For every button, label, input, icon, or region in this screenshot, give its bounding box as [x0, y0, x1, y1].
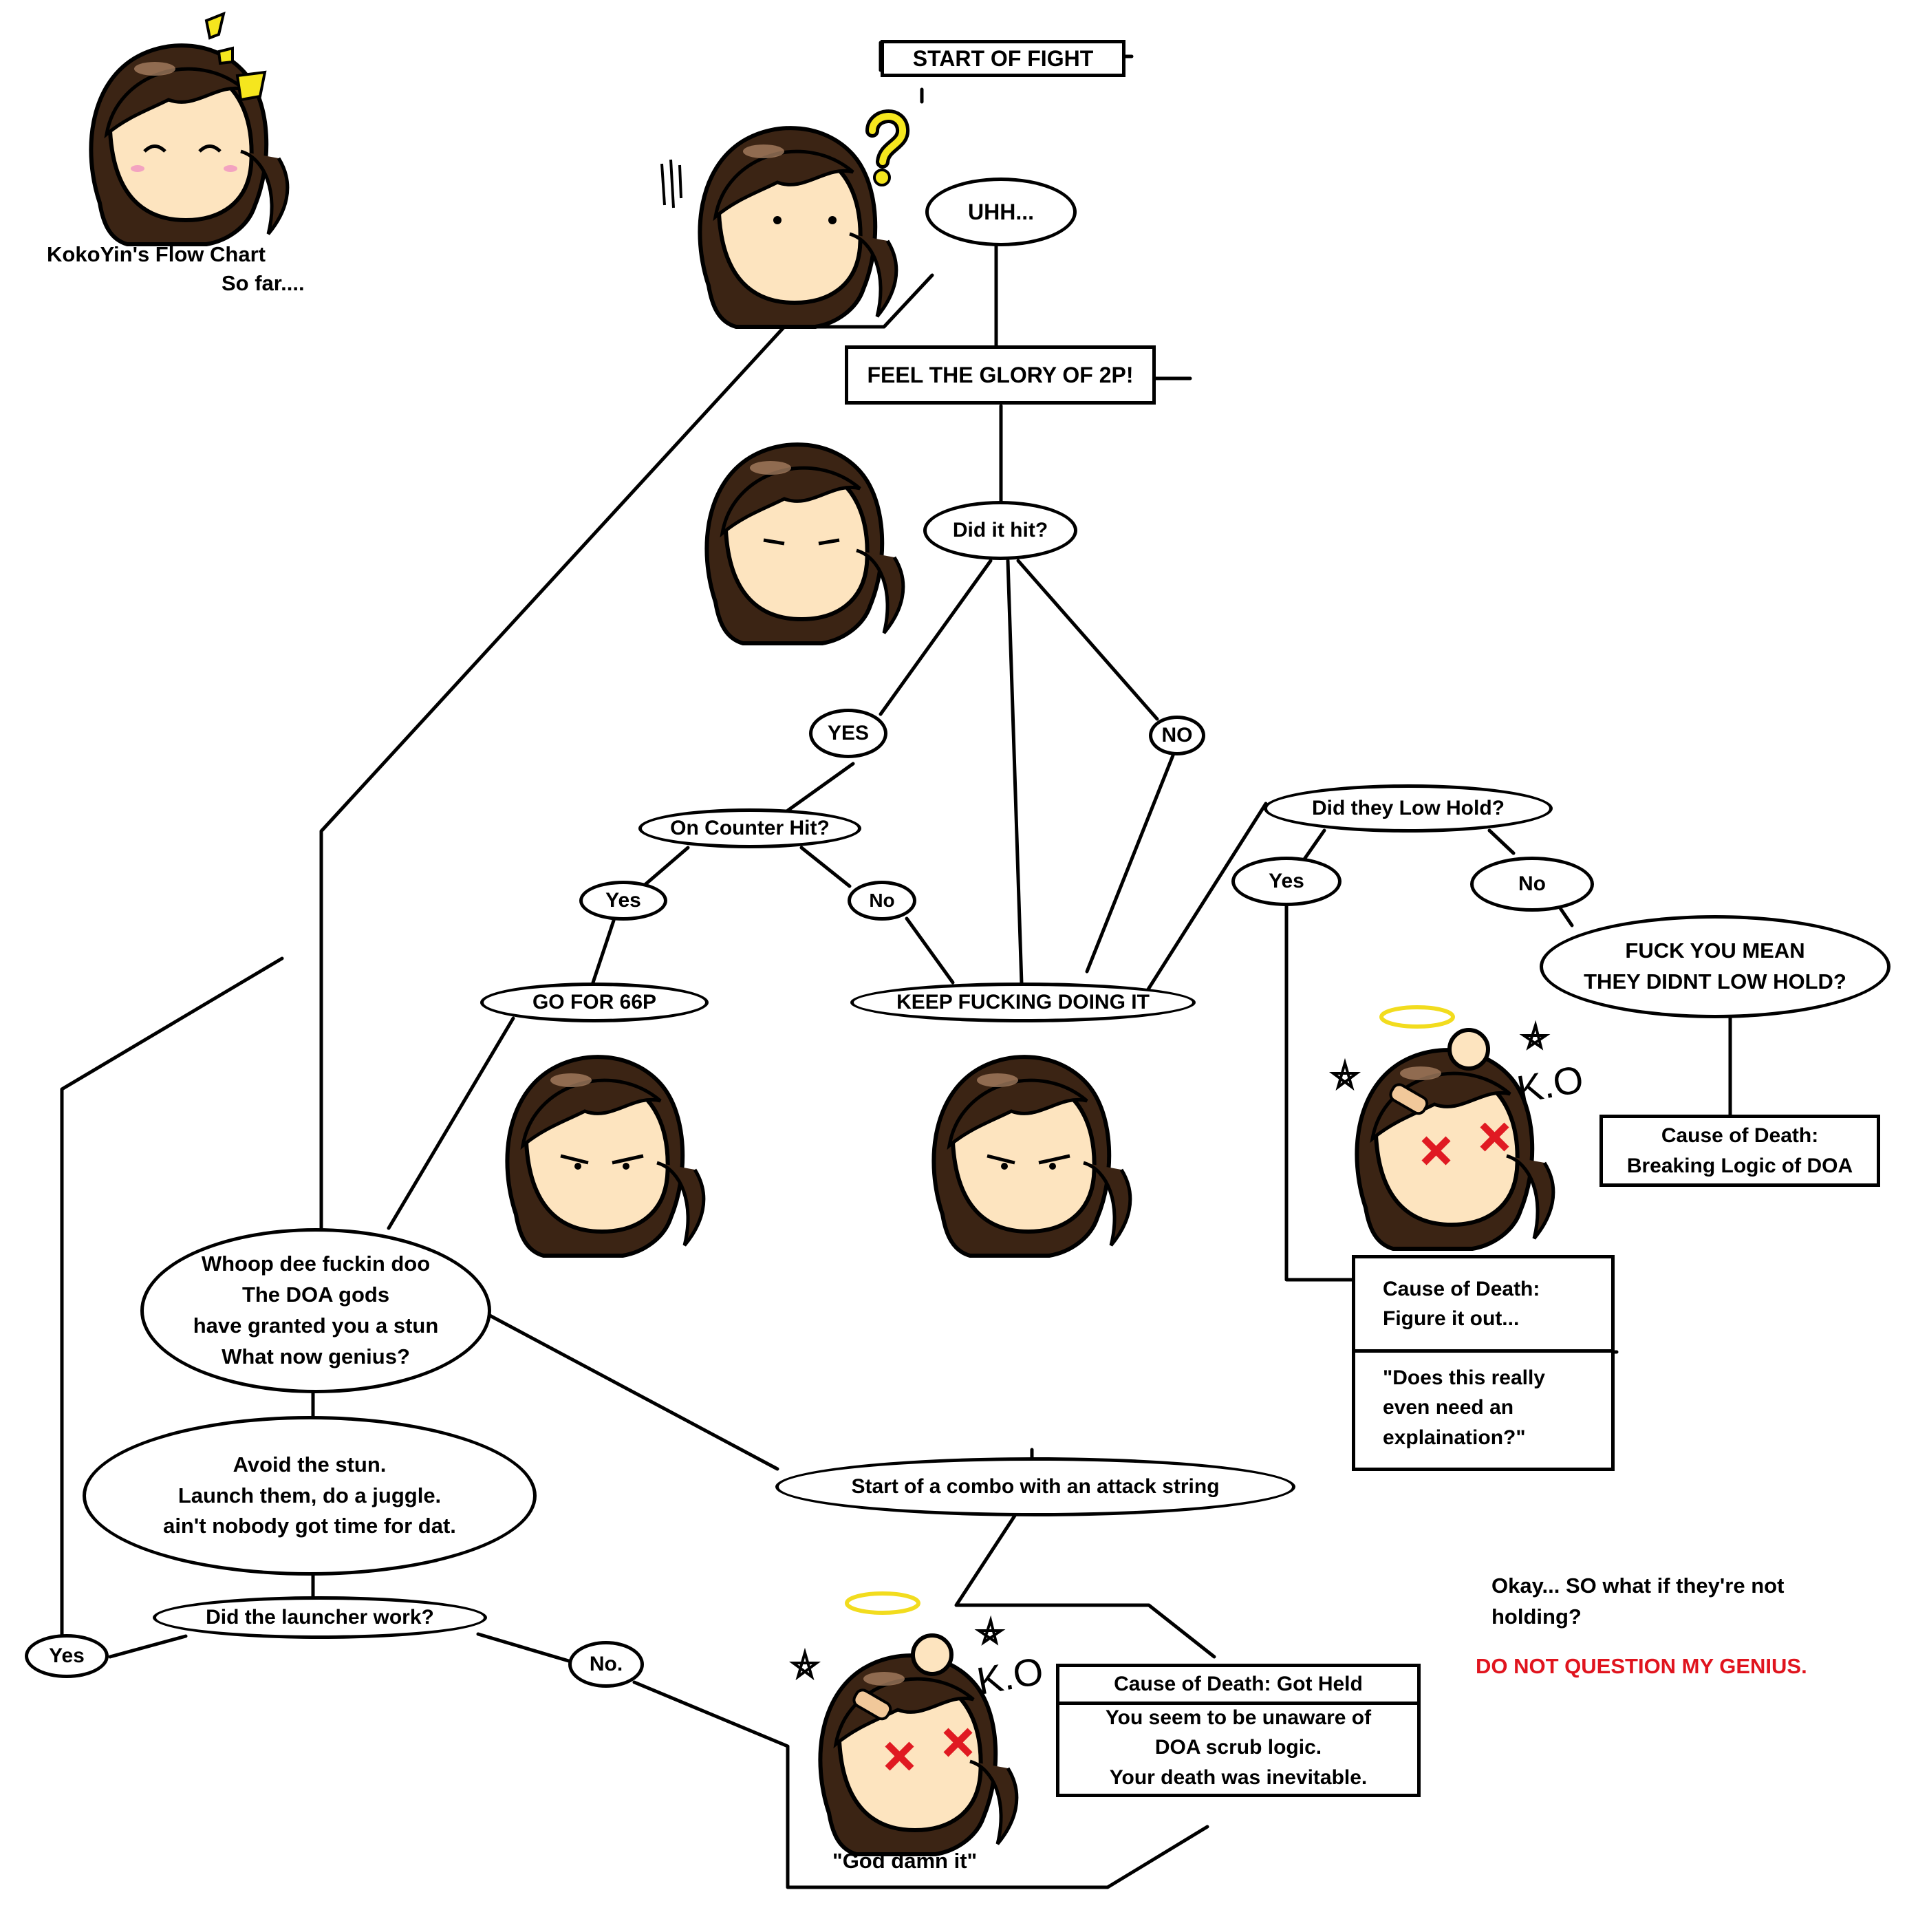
character-head-icon: [507, 1057, 703, 1256]
node-did-they-low-hold: Did they Low Hold?: [1264, 784, 1553, 833]
connector-hit-to-no: [1016, 559, 1159, 721]
question-mark-icon: [865, 109, 909, 186]
node-fuck-you-mean: FUCK YOU MEAN THEY DIDNT LOW HOLD?: [1540, 915, 1890, 1018]
connector-combo-to-bottom: [954, 1514, 1216, 1659]
x-eyes-icon: [1421, 1122, 1509, 1166]
node-keep-doing-it: KEEP FUCKING DOING IT: [850, 983, 1196, 1022]
connector-hit-to-keep: [1006, 559, 1024, 986]
connector-no-to-keep-2: [905, 916, 955, 985]
node-no-hit: NO: [1149, 716, 1205, 755]
node-cause-got-held: Cause of Death: Got Held You seem to be …: [1056, 1664, 1421, 1797]
node-no-counter: No: [848, 881, 916, 921]
cause-got-held-heading: Cause of Death: Got Held: [1114, 1673, 1363, 1696]
character-head-icon: [707, 444, 903, 643]
connector-lowhold-to-no: [1487, 828, 1516, 855]
halo-icon: [845, 1591, 920, 1615]
node-no-low-hold: No: [1470, 857, 1594, 912]
node-yes-low-hold: Yes: [1231, 857, 1342, 906]
character-head-icon: [700, 128, 896, 327]
halo-icon: [1379, 1005, 1455, 1029]
node-cause-figure-it-out: Cause of Death: Figure it out... "Does t…: [1352, 1255, 1615, 1471]
node-feel-glory-2p: FEEL THE GLORY OF 2P!: [845, 345, 1156, 405]
connector-no-to-keep: [1085, 753, 1175, 974]
motion-lines-icon: [660, 159, 682, 208]
box-divider: [1059, 1702, 1417, 1705]
connector-yes-to-counter: [786, 762, 855, 813]
connector-launcher-to-no: [476, 1632, 573, 1664]
chart-title: KokoYin's Flow Chart: [47, 242, 266, 266]
node-cause-breaking-logic: Cause of Death: Breaking Logic of DOA: [1599, 1115, 1880, 1187]
connector-outer-left: [60, 956, 284, 1640]
connector-keep-to-lowhold: [1140, 802, 1268, 1001]
node-combo-attack-string: Start of a combo with an attack string: [775, 1457, 1295, 1516]
node-uhh: UHH...: [925, 178, 1077, 246]
x-eyes-icon: [885, 1728, 973, 1771]
node-yes-launcher: Yes: [25, 1634, 109, 1678]
connector-hit-to-yes: [879, 559, 993, 716]
connector-no-to-bottom: [632, 1680, 1209, 1889]
sparkle-icon: [204, 11, 267, 102]
node-on-counter-hit: On Counter Hit?: [638, 808, 861, 848]
bandage-icon: [852, 1688, 892, 1721]
connector-yes-to-66p: [591, 919, 616, 985]
connector-yes-to-figure: [1284, 903, 1356, 1282]
node-whoop-dee-doo: Whoop dee fuckin doo The DOA gods have g…: [140, 1228, 491, 1393]
node-yes-counter: Yes: [579, 881, 667, 921]
side-note-answer: DO NOT QUESTION MY GENIUS.: [1476, 1654, 1807, 1678]
connector-no-to-fuck: [1558, 906, 1574, 927]
connector-lowhold-to-yes: [1302, 828, 1326, 862]
node-go-for-66p: GO FOR 66P: [480, 983, 709, 1022]
node-no-launcher: No.: [568, 1641, 644, 1688]
connector-counter-to-yes: [641, 846, 690, 888]
star-icon: [788, 1615, 1006, 1681]
ko-character-head-icon: [1357, 1028, 1553, 1249]
ko-label: K.O: [1513, 1057, 1587, 1111]
node-start-of-fight: START OF FIGHT: [881, 40, 1125, 77]
connector-launcher-to-yes: [108, 1634, 188, 1659]
box-divider: [1355, 1349, 1611, 1353]
chart-subtitle: So far....: [222, 271, 305, 295]
connector-counter-to-no: [799, 846, 852, 888]
character-head-icon: [91, 45, 287, 244]
node-yes-hit: YES: [809, 709, 887, 758]
connector-66p-to-whoop: [387, 1016, 515, 1230]
character-head-icon: [934, 1057, 1130, 1256]
node-did-it-hit: Did it hit?: [923, 501, 1077, 560]
god-damn-it-caption: "God damn it": [832, 1849, 978, 1873]
connector-whoop-to-combo: [488, 1313, 779, 1471]
ko-character-head-icon: [820, 1633, 1016, 1854]
side-note-question: Okay... SO what if they're not holding?: [1491, 1574, 1785, 1629]
star-icon: [1328, 1020, 1551, 1091]
bandage-icon: [1389, 1083, 1429, 1115]
ko-label: K.O: [973, 1649, 1047, 1703]
node-did-launcher-work: Did the launcher work?: [153, 1596, 487, 1639]
node-avoid-the-stun: Avoid the stun. Launch them, do a juggle…: [83, 1416, 537, 1576]
